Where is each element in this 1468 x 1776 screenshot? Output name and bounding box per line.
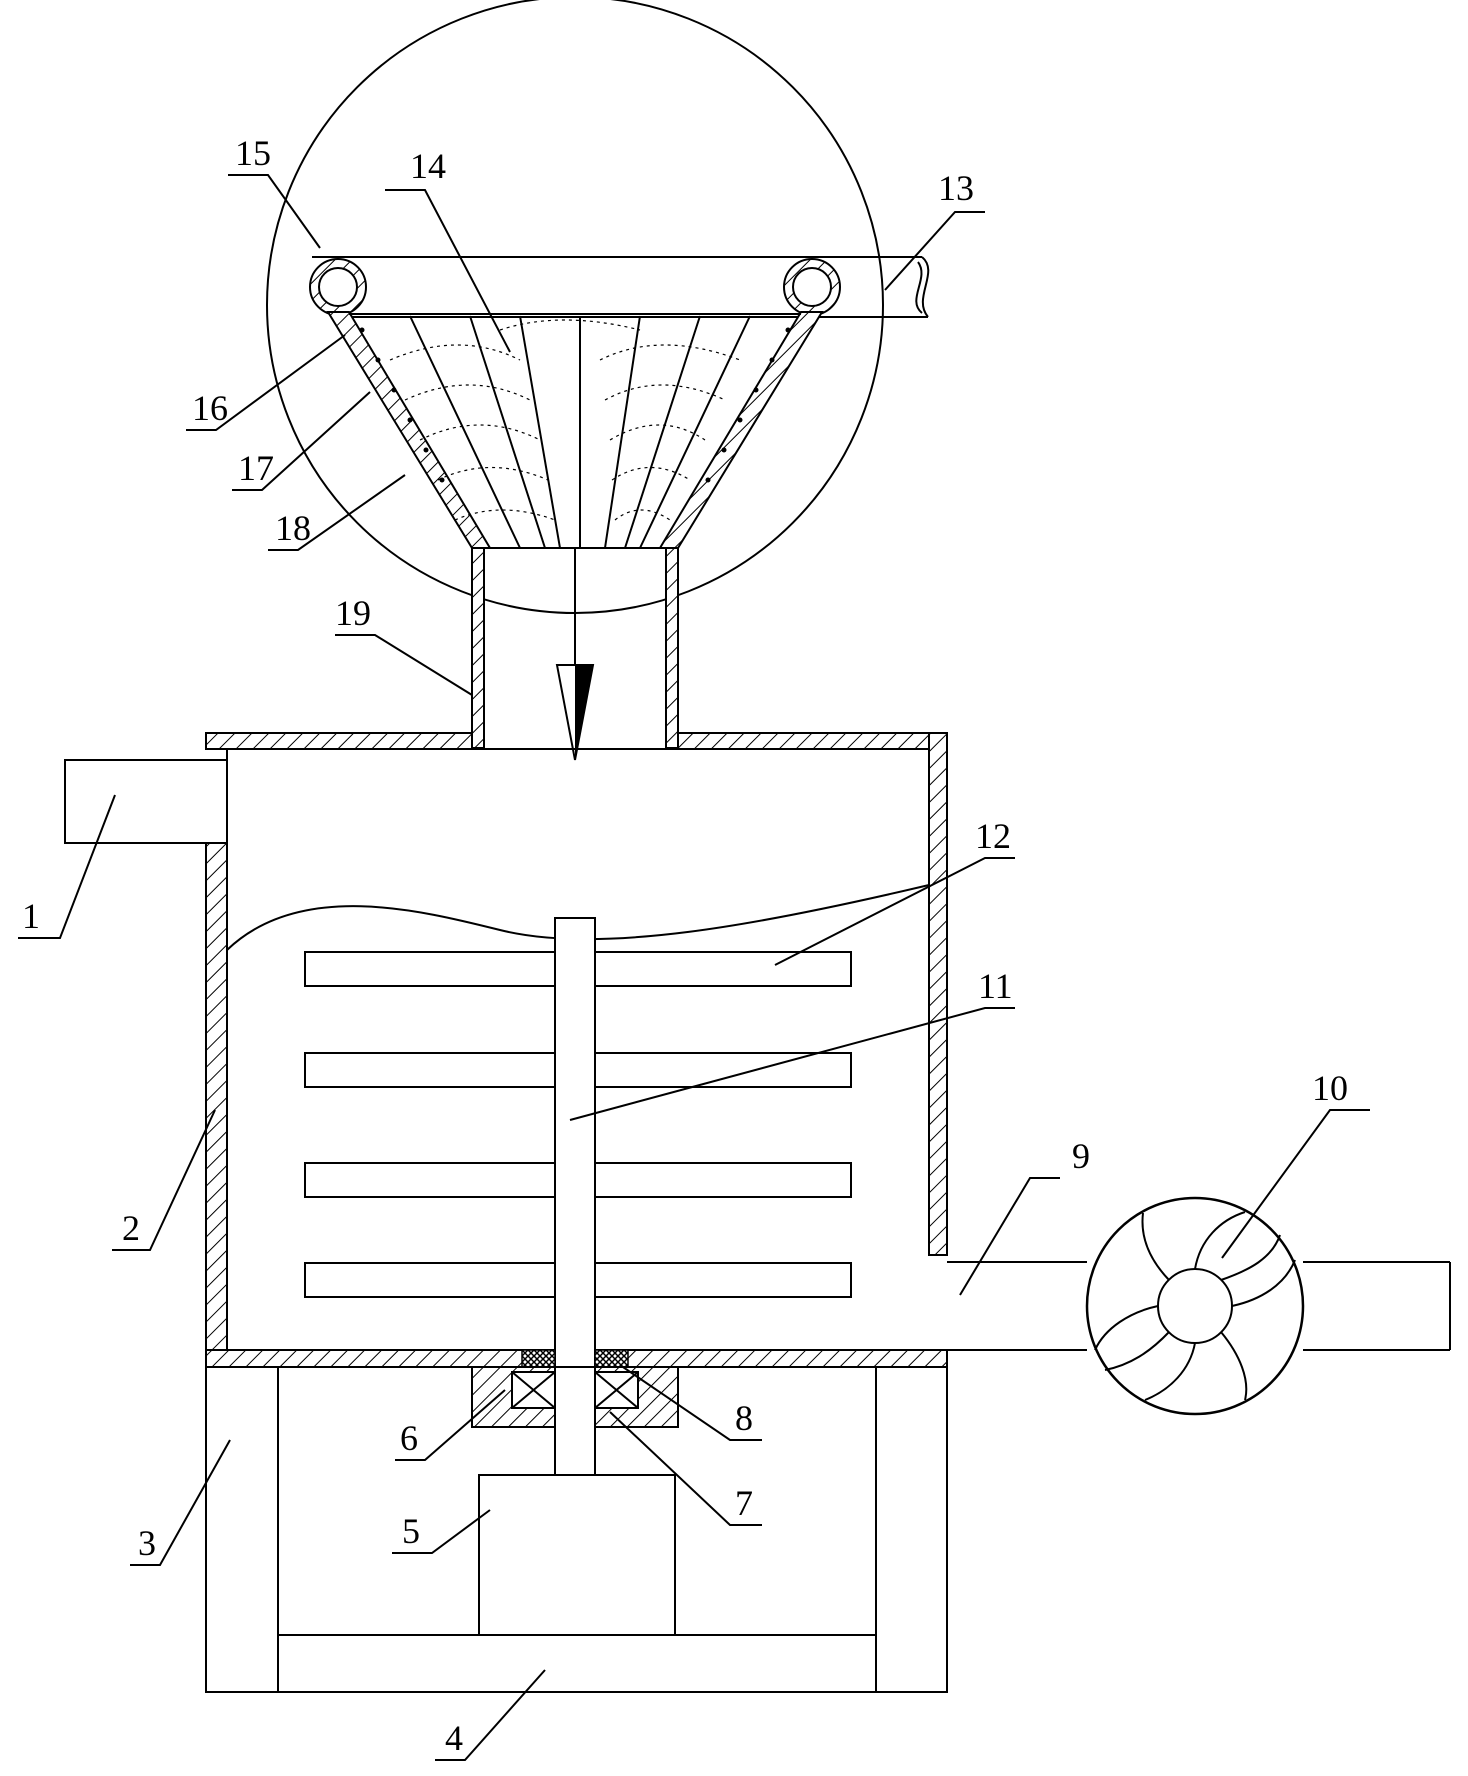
label-15: 15	[235, 133, 271, 173]
outlet-pipe	[947, 1261, 1451, 1351]
funnel	[326, 311, 824, 549]
label-1: 1	[22, 896, 40, 936]
bearing-assembly	[471, 1349, 679, 1428]
label-18: 18	[275, 508, 311, 548]
pump	[1085, 1196, 1305, 1416]
labels: 1 2 3 4 5 6 7 8 9 10 11 12 13 14 15 16 1…	[22, 133, 1348, 1758]
label-12: 12	[975, 816, 1011, 856]
label-17: 17	[238, 448, 274, 488]
feed-neck	[471, 547, 679, 761]
label-11: 11	[978, 966, 1013, 1006]
leader-lines	[18, 174, 1370, 1761]
label-14: 14	[410, 146, 446, 186]
label-19: 19	[335, 593, 371, 633]
label-4: 4	[445, 1718, 463, 1758]
label-5: 5	[402, 1511, 420, 1551]
label-6: 6	[400, 1418, 418, 1458]
label-10: 10	[1312, 1068, 1348, 1108]
agitator	[304, 917, 852, 1476]
label-9: 9	[1072, 1136, 1090, 1176]
stand	[205, 1366, 948, 1693]
ring-pipes	[309, 258, 841, 316]
water-pipe	[312, 256, 930, 318]
label-13: 13	[938, 168, 974, 208]
inlet-pipe	[64, 759, 227, 844]
label-3: 3	[138, 1523, 156, 1563]
label-8: 8	[735, 1398, 753, 1438]
label-2: 2	[122, 1208, 140, 1248]
label-7: 7	[735, 1483, 753, 1523]
label-16: 16	[192, 388, 228, 428]
